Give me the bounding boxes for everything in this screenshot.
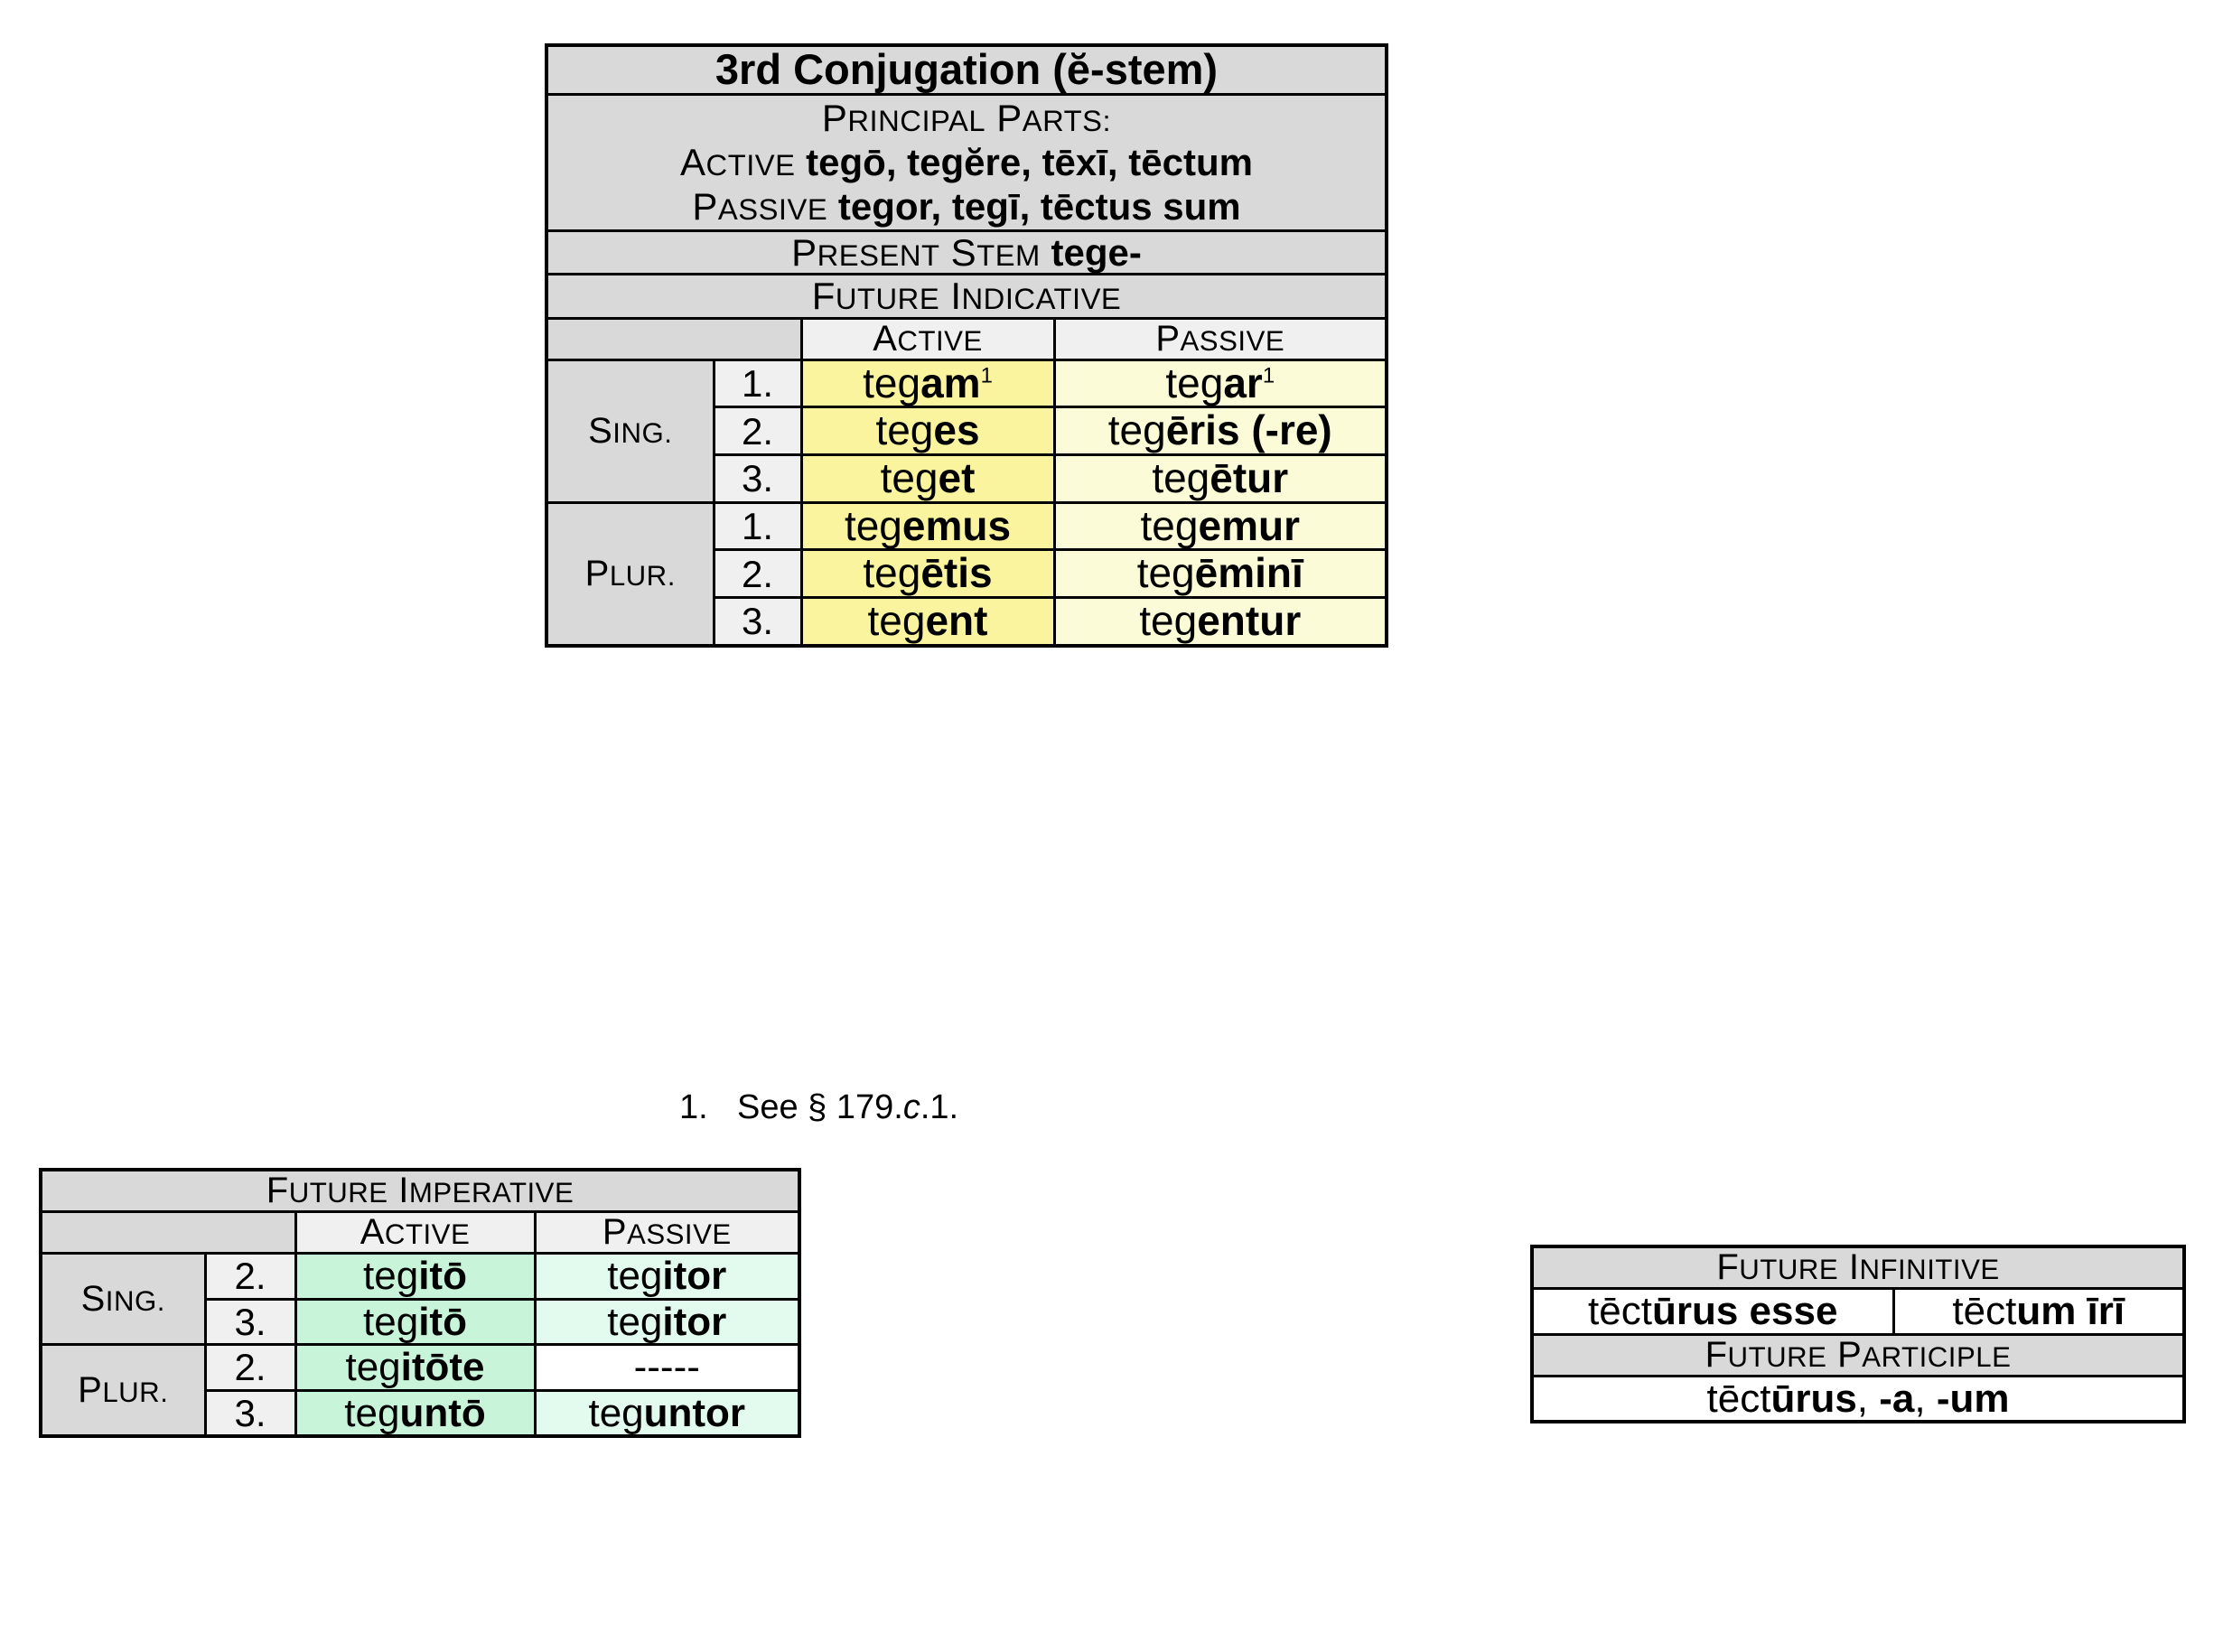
table-row: 3. teguntō teguntor (41, 1388, 801, 1438)
column-header-active: ACTIVE (799, 316, 1056, 361)
table-row: 3. tegitō tegitor (41, 1297, 801, 1347)
person-number: 1. (712, 358, 803, 409)
group-label-singular: SING. (39, 1252, 207, 1347)
principal-parts-passive-label: PASSIVE (692, 185, 828, 229)
form-infinitive-active: tēctūrus esse (1530, 1287, 1895, 1336)
table-row-section-heading: FUTURE IMPERATIVE (39, 1168, 801, 1214)
principal-parts-active-line: ACTIVE tegō, tegĕre, tēxī, tēctum (548, 140, 1385, 184)
form-infinitive-passive: tēctum īrī (1891, 1287, 2186, 1336)
form-active-sing-2: teges (799, 406, 1056, 457)
form-active-sing-1: tegam1 (799, 358, 1056, 409)
group-label-singular: SING. (545, 358, 715, 504)
table-row: PLUR. 2. tegitōte ----- (39, 1343, 801, 1438)
person-number: 3. (203, 1388, 297, 1438)
future-imperative-heading: FUTURE IMPERATIVE (39, 1168, 801, 1214)
group-label-plural: PLUR. (545, 500, 715, 648)
present-stem-value: tege- (1051, 230, 1142, 274)
person-number: 3. (712, 596, 803, 648)
person-number: 1. (712, 500, 803, 552)
principal-parts-passive-forms: tegor, tegī, tēctus sum (837, 185, 1241, 229)
form-future-participle: tēctūrus, -a, -um (1530, 1374, 2186, 1423)
participle-comma: , (1914, 1376, 1937, 1421)
form-passive-plur-3: teguntor (533, 1388, 801, 1438)
form-active-plur-2: tegitōte (294, 1343, 537, 1392)
form-passive-sing-3: tegitor (533, 1297, 801, 1347)
corner-cell (545, 316, 803, 361)
form-active-plur-3: teguntō (294, 1388, 537, 1438)
form-passive-plur-2-empty: ----- (533, 1343, 801, 1392)
form-active-plur-2: tegētis (799, 548, 1056, 600)
future-imperative-table: FUTURE IMPERATIVE ACTIVE PASSIVE SING. 2… (39, 1168, 802, 1439)
form-passive-plur-1: tegemur (1052, 500, 1388, 552)
person-number: 2. (203, 1252, 297, 1301)
table-row-principal-parts: PRINCIPAL PARTS: ACTIVE tegō, tegĕre, tē… (545, 92, 1388, 232)
table-row: 2. teges tegēris (-re) (546, 406, 1388, 457)
conjugation-title: 3rd Conjugation (ĕ-stem) (545, 43, 1388, 96)
person-number: 3. (203, 1297, 297, 1347)
table-row: tēctūrus esse tēctum īrī (1530, 1287, 2186, 1336)
principal-parts-heading: PRINCIPAL PARTS: (821, 96, 1112, 139)
footnote-number: 1. (679, 1088, 708, 1126)
form-passive-sing-2: tegitor (533, 1252, 801, 1301)
table-row: 2. tegētis tegēminī (546, 548, 1388, 600)
person-number: 2. (712, 406, 803, 457)
person-number: 3. (712, 453, 803, 504)
table-row-present-stem: PRESENT STEM tege- (545, 229, 1388, 276)
principal-parts-active-forms: tegō, tegĕre, tēxī, tēctum (806, 141, 1253, 184)
column-header-passive: PASSIVE (533, 1210, 801, 1255)
table-row-column-headers: ACTIVE PASSIVE (39, 1210, 801, 1255)
table-row-infinitive-heading: FUTURE INFINITIVE (1530, 1245, 2186, 1291)
table-row-participle-heading: FUTURE PARTICIPLE (1530, 1332, 2186, 1377)
future-infinitive-participle-table: FUTURE INFINITIVE tēctūrus esse tēctum ī… (1530, 1245, 2187, 1424)
present-stem-cell: PRESENT STEM tege- (545, 229, 1388, 276)
form-passive-sing-3: tegētur (1052, 453, 1388, 504)
column-header-active: ACTIVE (294, 1210, 537, 1255)
footnote-text-after: .1. (920, 1088, 959, 1126)
corner-cell (39, 1210, 297, 1255)
footnote-text-before: See § 179. (737, 1088, 903, 1126)
table-row: tēctūrus, -a, -um (1530, 1374, 2186, 1423)
form-active-plur-1: tegemus (799, 500, 1056, 552)
form-passive-plur-3: tegentur (1052, 596, 1388, 648)
table-row: SING. 2. tegitō tegitor (39, 1252, 801, 1347)
principal-parts-passive-line: PASSIVE tegor, tegī, tēctus sum (548, 184, 1385, 229)
table-row: 3. tegent tegentur (546, 596, 1388, 648)
column-header-passive: PASSIVE (1052, 316, 1388, 361)
form-active-sing-3: teget (799, 453, 1056, 504)
person-number: 2. (712, 548, 803, 600)
form-active-sing-3: tegitō (294, 1297, 537, 1347)
table-row: 3. teget tegētur (546, 453, 1388, 504)
principal-parts-cell: PRINCIPAL PARTS: ACTIVE tegō, tegĕre, tē… (545, 92, 1388, 232)
principal-parts-active-label: ACTIVE (680, 141, 796, 184)
form-passive-sing-1: tegar1 (1052, 358, 1388, 409)
present-stem-label: PRESENT STEM (791, 230, 1041, 274)
form-passive-plur-2: tegēminī (1052, 548, 1388, 600)
footnote-italic-part: c (902, 1088, 920, 1126)
person-number: 2. (203, 1343, 297, 1392)
future-indicative-heading: FUTURE INDICATIVE (545, 273, 1388, 320)
future-indicative-table: 3rd Conjugation (ĕ-stem) PRINCIPAL PARTS… (545, 43, 1388, 648)
future-infinitive-heading: FUTURE INFINITIVE (1530, 1245, 2186, 1291)
group-label-plural: PLUR. (39, 1343, 207, 1438)
table-row: PLUR. 1. tegemus tegemur (545, 500, 1388, 648)
future-participle-heading: FUTURE PARTICIPLE (1530, 1332, 2186, 1377)
table-row: SING. 1. tegam1 tegar1 (545, 358, 1388, 504)
table-row-title: 3rd Conjugation (ĕ-stem) (545, 43, 1388, 96)
form-active-plur-3: tegent (799, 596, 1056, 648)
table-row-column-headers: ACTIVE PASSIVE (545, 316, 1388, 361)
footnote: 1. See § 179.c.1. (679, 1088, 958, 1127)
form-passive-sing-2: tegēris (-re) (1052, 406, 1388, 457)
table-row-section-heading: FUTURE INDICATIVE (545, 273, 1388, 320)
form-active-sing-2: tegitō (294, 1252, 537, 1301)
